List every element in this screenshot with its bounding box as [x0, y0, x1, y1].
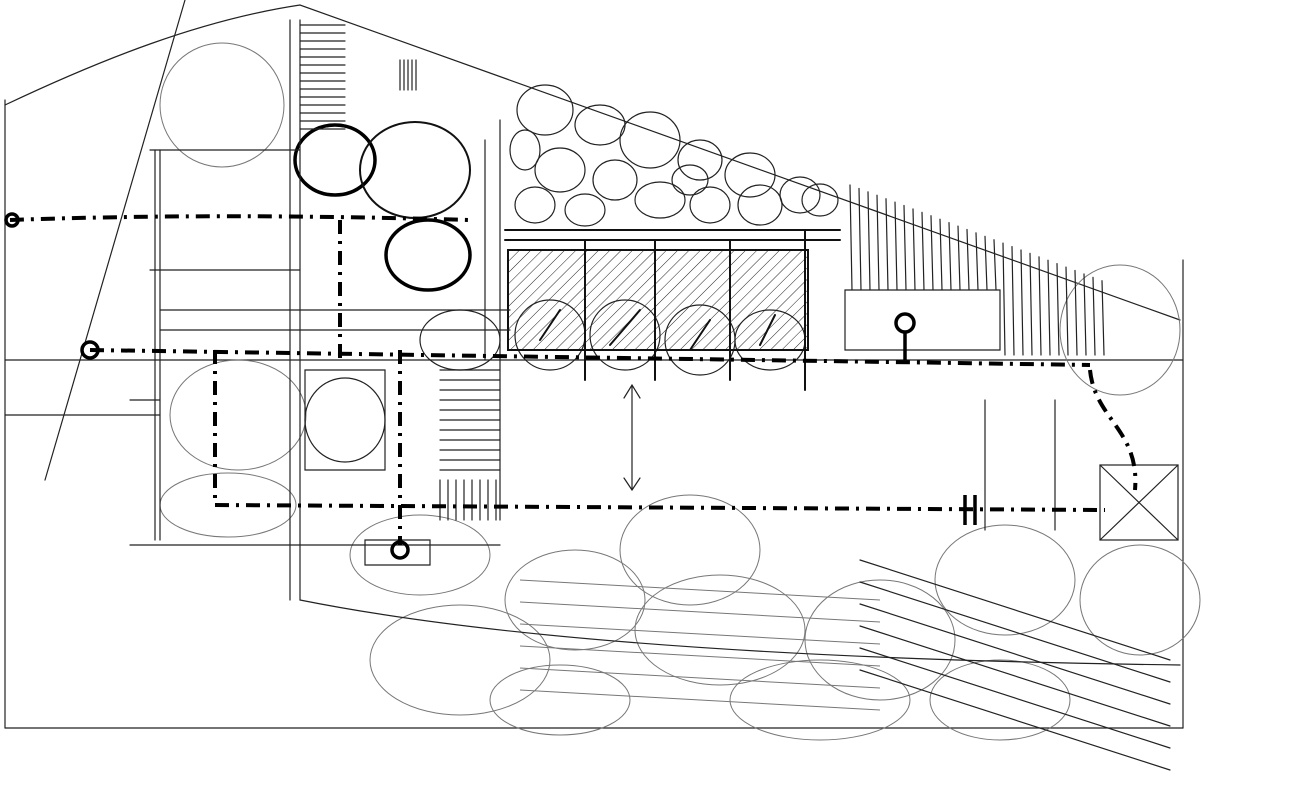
stone: [634, 181, 686, 219]
tree-canopy: [619, 494, 761, 606]
stone: [516, 84, 574, 136]
hatch-line: [939, 218, 943, 291]
hatch-line: [1074, 269, 1078, 356]
tree-canopy: [384, 218, 472, 292]
tree-canopy: [489, 664, 631, 736]
stone: [677, 139, 723, 181]
stone: [592, 159, 638, 201]
hatch-line: [975, 232, 979, 291]
stone: [564, 193, 606, 227]
arrow-line: [519, 645, 881, 667]
steps: [299, 24, 501, 521]
stone: [509, 129, 541, 171]
tree-canopy: [169, 359, 307, 471]
arrow-line: [859, 603, 1171, 705]
arrow-line: [519, 623, 881, 645]
tree-canopy: [293, 123, 377, 197]
hatch-line: [1002, 242, 1006, 356]
site-boundary: [4, 0, 1184, 729]
hatch-line: [930, 215, 934, 291]
tree-canopy: [729, 659, 911, 741]
dimension-arrow: [623, 383, 641, 492]
stone: [619, 111, 681, 169]
stone: [801, 183, 839, 217]
tree-canopy: [1059, 264, 1181, 396]
tree-canopy: [159, 42, 285, 168]
hatch-line: [1065, 266, 1069, 356]
hatch-line: [1011, 245, 1015, 356]
hatch-line: [993, 239, 997, 291]
arrow-line: [859, 647, 1171, 749]
arrow-line: [859, 581, 1171, 683]
arrow-line: [519, 667, 881, 689]
hatch-line: [903, 204, 907, 291]
tree-canopy: [929, 659, 1071, 741]
slope-hatching: [849, 184, 1105, 356]
hatch-line: [1092, 276, 1096, 356]
hatch-line: [1083, 273, 1087, 356]
hatch-line: [948, 222, 952, 291]
plan-grid: [129, 19, 1181, 666]
tree-canopy: [349, 514, 491, 596]
tree-canopy: [369, 604, 551, 716]
hatch-line: [957, 225, 961, 291]
stone: [689, 186, 731, 224]
circulation-paths: [4, 212, 1138, 560]
hatch-line: [858, 187, 862, 291]
hatch-line: [867, 191, 871, 291]
stone: [724, 152, 776, 198]
stone: [779, 176, 821, 214]
hatch-line: [912, 208, 916, 291]
tree-canopy: [934, 524, 1076, 636]
hatch-line: [1101, 280, 1105, 356]
stone: [671, 164, 709, 196]
stone: [534, 147, 586, 193]
arrow-line: [519, 579, 881, 601]
hatch-line: [894, 201, 898, 291]
hatch-line: [1047, 259, 1051, 356]
tree-canopy: [1079, 544, 1201, 656]
arrow-line: [519, 689, 881, 711]
hatch-line: [966, 228, 970, 291]
arrow-line: [859, 625, 1171, 727]
arrow-line: [519, 601, 881, 623]
hatch-line: [849, 184, 853, 291]
hatch-line: [1020, 249, 1024, 356]
arrow-line: [859, 669, 1171, 771]
tree-canopy: [504, 549, 646, 651]
hatch-line: [876, 194, 880, 291]
arrow-line: [859, 559, 1171, 661]
hatch-line: [984, 235, 988, 291]
bottom-arrows: [519, 559, 1171, 771]
stone: [514, 186, 556, 224]
hatched-planters: [504, 229, 841, 391]
stone-bed: [509, 84, 839, 227]
hatch-line: [885, 198, 889, 291]
hatch-line: [921, 211, 925, 291]
hatch-line: [1029, 252, 1033, 356]
stone: [737, 184, 783, 226]
hatch-line: [1038, 256, 1042, 356]
hatch-line: [1056, 263, 1060, 356]
